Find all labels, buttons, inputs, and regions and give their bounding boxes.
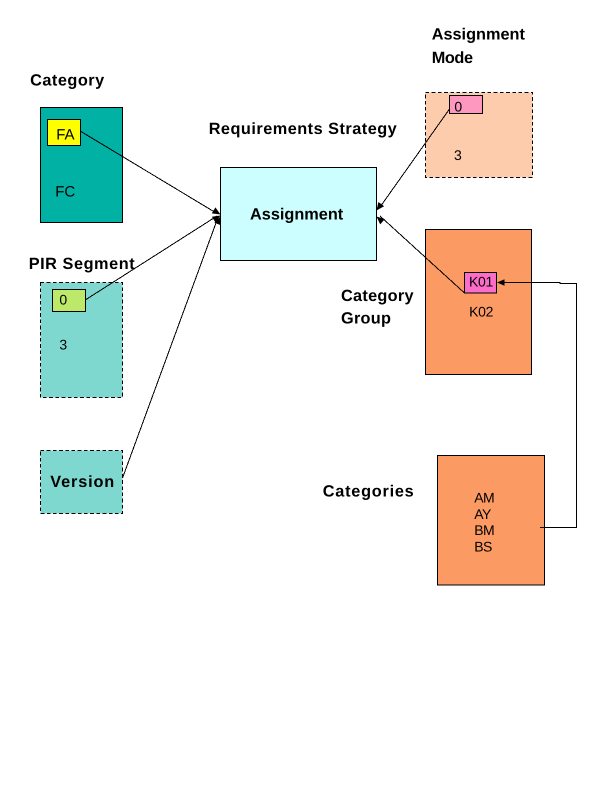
svg-text:Requirements Strategy: Requirements Strategy (209, 120, 398, 138)
svg-text:BM: BM (474, 522, 494, 538)
svg-text:Assignment: Assignment (250, 206, 344, 224)
svg-text:AY: AY (474, 506, 492, 522)
svg-text:Assignment: Assignment (432, 25, 526, 43)
svg-text:Category: Category (30, 72, 105, 90)
svg-text:0: 0 (454, 99, 462, 115)
svg-text:3: 3 (454, 147, 462, 163)
svg-text:Version: Version (50, 473, 115, 491)
svg-text:FC: FC (55, 184, 75, 201)
svg-text:K01: K01 (469, 274, 494, 290)
svg-text:Categories: Categories (323, 483, 415, 501)
svg-text:FA: FA (56, 127, 74, 144)
svg-text:K02: K02 (469, 304, 494, 320)
svg-text:PIR Segment: PIR Segment (29, 255, 136, 273)
svg-text:0: 0 (59, 292, 67, 308)
svg-text:Group: Group (341, 309, 391, 327)
svg-text:Mode: Mode (432, 49, 473, 67)
svg-text:Category: Category (341, 287, 414, 305)
svg-text:AM: AM (474, 490, 494, 506)
svg-text:3: 3 (59, 336, 67, 352)
svg-text:BS: BS (474, 538, 492, 554)
